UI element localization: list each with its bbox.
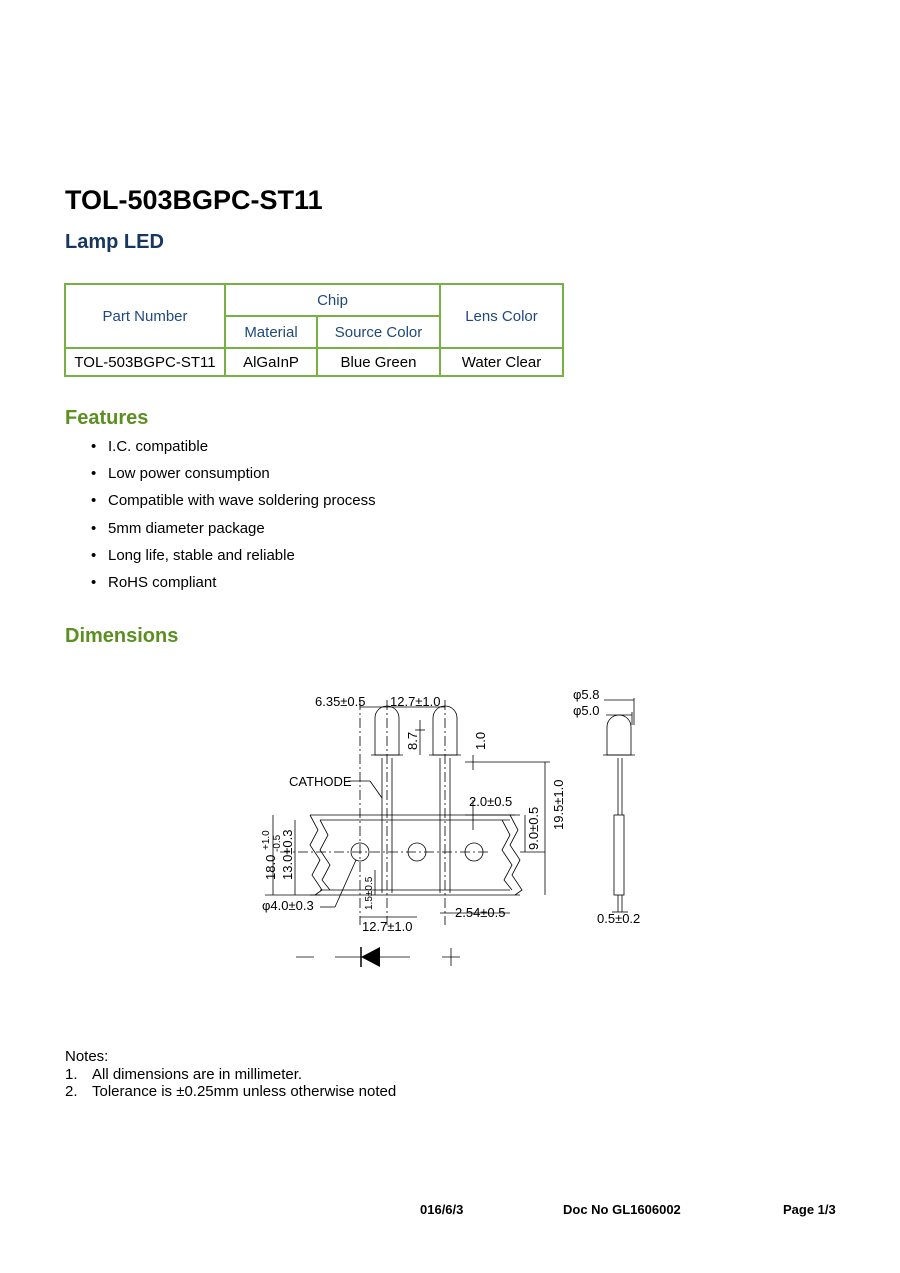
led-side-view [606,714,632,756]
cathode-label: CATHODE [289,774,352,789]
lens-color-cell: Water Clear [439,347,564,377]
dim-label-flange: 1.0 [473,732,488,750]
led-body-left [374,705,400,756]
list-item: •5mm diameter package [91,519,265,537]
dim-label-lens-inner: φ5.0 [573,703,600,718]
notes-heading: Notes: [65,1048,109,1065]
dim-label-pitch-top: 6.35±0.5 [315,694,366,709]
list-item: 2.Tolerance is ±0.25mm unless otherwise … [65,1083,397,1100]
list-item: •RoHS compliant [91,573,217,591]
list-item: •Compatible with wave soldering process [91,492,376,510]
dim-label-tape-minus: -0.5 [272,834,283,852]
source-color-cell: Blue Green [316,347,441,377]
dim-label-hole-height: 9.0±0.5 [526,807,541,850]
dim-label-tape-plus: +1.0 [261,830,272,850]
part-number-header: Part Number [64,283,226,349]
list-item: •Long life, stable and reliable [91,546,295,564]
dim-label-tape-height: 18.0 [263,855,278,880]
material-cell: AlGaInP [224,347,318,377]
dim-label-lead-width: 0.5±0.2 [597,911,640,926]
footer-date: 016/6/3 [420,1202,464,1217]
dim-label-lead-offset: 1.5±0.5 [364,876,375,910]
dim-label-lead-length: 19.5±1.0 [551,779,566,830]
features-heading: Features [65,407,149,429]
dim-label-body-height: 8.7 [405,732,420,750]
dimensions-heading: Dimensions [65,625,179,647]
document-title: TOL-503BGPC-ST11 [65,185,323,215]
led-body-right [432,705,458,756]
list-item: 1.All dimensions are in millimeter. [65,1065,303,1083]
dim-label-lens-outer: φ5.8 [573,687,600,702]
source-color-header: Source Color [316,315,441,349]
bullet-icon: • [91,573,97,591]
spec-table: Part Number Chip Lens Color Material Sou… [64,283,564,377]
diode-icon [361,947,380,967]
dim-label-spacing-bottom: 12.7±1.0 [362,919,413,934]
list-item: •Low power consumption [91,465,270,483]
dim-label-spacing-top: 12.7±1.0 [390,694,441,709]
part-number-cell: TOL-503BGPC-ST11 [64,347,226,377]
dim-label-hole-diameter: φ4.0±0.3 [262,898,314,913]
bullet-icon: • [91,546,97,564]
dim-label-gap: 2.0±0.5 [469,794,512,809]
features-list: •I.C. compatible •Low power consumption … [65,437,376,600]
footer-doc-no: Doc No GL1606002 [563,1202,681,1217]
dim-label-lead-pitch: 2.54±0.5 [455,905,506,920]
bullet-icon: • [91,465,97,483]
list-item: •I.C. compatible [91,438,209,455]
bullet-icon: • [91,519,97,537]
document-subtitle: Lamp LED [65,231,164,253]
chip-header: Chip [224,283,441,317]
bullet-icon: • [91,438,97,455]
dim-label-hole-offset: 13.0±0.3 [280,829,295,880]
material-header: Material [224,315,318,349]
lens-color-header: Lens Color [439,283,564,349]
notes-section: Notes: 1.All dimensions are in millimete… [65,1048,396,1101]
dimension-drawing: 6.35±0.5 12.7±1.0 8.7 1.0 CATHODE 2.0±0.… [261,687,640,967]
table-row: TOL-503BGPC-ST11 AlGaInP Blue Green Wate… [64,347,564,377]
footer-page: Page 1/3 [783,1202,836,1217]
bullet-icon: • [91,492,97,510]
